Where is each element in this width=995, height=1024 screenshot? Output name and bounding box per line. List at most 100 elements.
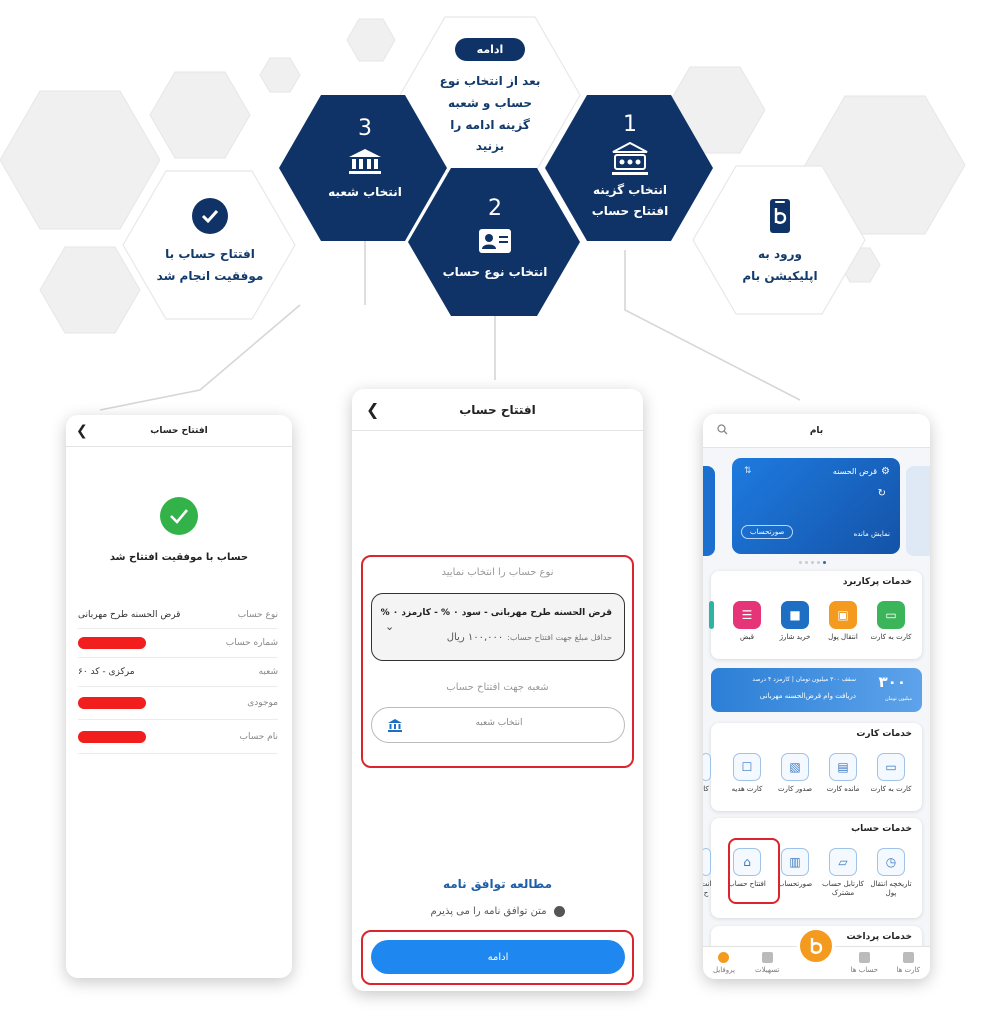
service-label: انتقال پول [828,633,858,641]
swap-icon[interactable]: ⇅ [744,466,752,476]
tab-label: حساب ها [850,966,878,974]
accounts-icon [858,952,870,963]
tab-loans[interactable]: تسهیلات [755,952,779,974]
service-card-to-card[interactable]: ▭ کارت به کارت [869,753,913,794]
tab-label: پروفایل [713,966,735,974]
refresh-icon[interactable]: ↻ [877,488,886,499]
radio-icon[interactable] [553,906,565,917]
phone-app-icon [770,198,790,233]
account-services-title: خدمات حساب [851,824,912,834]
continue-note: بعد از انتخاب نوع حساب و شعبه گزینه ادام… [439,74,541,154]
bank-icon [349,148,381,174]
bg-hex [0,90,161,230]
service-card-balance[interactable]: ▤ مانده کارت [821,753,865,794]
next-card[interactable] [906,466,930,556]
bam-logo-button[interactable] [797,927,835,965]
payment-services-title: خدمات پرداخت [846,932,912,942]
account-type-prompt: نوع حساب را انتخاب نمایید [441,567,554,578]
statement-button[interactable]: صورتحساب [741,525,794,539]
service-label: انت ح [703,880,712,898]
service-bill[interactable]: ☰ قبض [725,601,769,642]
hex-step1 [545,95,713,241]
account-services: خدمات حساب ◷ تاریخچه انتقال پول ▱ کارتاب… [703,818,922,918]
bank-icon [388,719,402,732]
redacted-value [78,697,146,709]
check-circle-icon [192,197,228,234]
service-issue-card[interactable]: ▧ صدور کارت [773,753,817,794]
highlight-form-box [361,555,634,768]
step3-label: انتخاب شعبه [328,184,402,199]
form-phone: ❮ افتتاح حساب نوع حساب را انتخاب نمایید … [352,389,643,991]
tab-profile[interactable]: پروفایل [713,952,735,974]
partial-icon [703,753,711,781]
step1: 1 انتخاب گزینه افتتاح حساب [565,105,695,230]
bam-logo-icon [810,938,823,954]
tab-cards[interactable]: کارت ها [897,952,920,974]
service-statement[interactable]: ▥ صورتحساب [773,848,817,889]
home-header: بام [703,414,930,448]
service-partial[interactable]: کا [703,753,717,794]
detail-row: نام حساب [78,720,278,754]
step2: 2 انتخاب نوع حساب [430,180,560,300]
banner-big: ۳۰۰ [878,673,906,691]
service-label: کارت هدیه [731,785,763,793]
service-shared-account[interactable]: ▱ کارتابل حساب مشترک [821,848,865,898]
success-label: افتتاح حساب با موفقیت انجام شد [156,246,264,283]
document-icon: ▥ [781,848,809,876]
account-type-select[interactable]: قرض الحسنه طرح مهربانی - سود ۰ % - کارمز… [371,593,625,661]
prev-card[interactable] [703,466,715,556]
success-title: افتتاح حساب [150,425,208,436]
detail-label: موجودی [247,698,278,708]
connector-line [99,304,301,411]
profile-icon [718,952,730,963]
detail-label: نام حساب [239,731,279,742]
back-chevron-icon[interactable]: ❮ [76,422,88,439]
id-card-icon [479,228,511,253]
step1-number: 1 [623,112,637,138]
card-services-title: خدمات کارت [856,729,912,739]
service-transfer[interactable]: ▣ انتقال پول [821,601,865,642]
service-card-to-card[interactable]: ▭ کارت به کارت [869,601,913,642]
agreement-title[interactable]: مطالعه توافق نامه [442,877,553,891]
bank-building-icon [612,142,648,176]
tab-accounts[interactable]: حساب ها [851,952,878,974]
show-balance[interactable]: نمایش مانده [853,530,890,538]
service-label: خرید شارژ [779,633,811,641]
more-service-edge [709,601,714,629]
service-charge[interactable]: ■ خرید شارژ [773,601,817,642]
redacted-value [78,637,146,649]
success-message: حساب با موفقیت افتتاح شد [109,552,249,563]
gear-icon[interactable]: ⚙ [881,466,890,477]
service-transfer-history[interactable]: ◷ تاریخچه انتقال پول [869,848,913,898]
continue-button[interactable]: ادامه [371,940,625,974]
min-amount: حداقل مبلغ جهت افتتاح حساب: ۱۰۰,۰۰۰ ریال [447,632,612,643]
agreement-check-row[interactable]: متن توافق نامه را می پذیرم [352,906,643,917]
step2-label: انتخاب نوع حساب [442,264,548,279]
carousel-dots [799,561,826,564]
step3: 3 انتخاب شعبه [300,105,430,215]
back-chevron-icon[interactable]: ❮ [366,400,380,419]
bg-hex [346,18,396,62]
continue-pill: ادامه [454,38,526,62]
account-option-title: قرض الحسنه طرح مهربانی - سود ۰ % - کارمز… [380,608,612,618]
service-gift-card[interactable]: ☐ کارت هدیه [725,753,769,794]
branch-select[interactable]: انتخاب شعبه [371,707,625,743]
highlight-open-account [728,838,780,904]
step3-number: 3 [358,115,372,141]
min-amount-value: ۱۰۰,۰۰۰ ریال [446,632,504,643]
service-label: کا [703,785,709,793]
service-label: مانده کارت [826,785,860,793]
hex-login [692,165,866,315]
service-partial[interactable]: انت ح [703,848,717,898]
detail-row: نوع حساب قرض الحسنه طرح مهربانی [78,601,278,629]
sim-icon: ■ [781,601,809,629]
search-icon[interactable] [717,424,728,435]
bill-icon: ☰ [733,601,761,629]
popular-services: خدمات پرکاربرد ▭ کارت به کارت ▣ انتقال پ… [709,571,922,659]
account-card[interactable]: ⚙ قرض الحسنه ⇅ ↻ نمایش مانده صورتحساب [732,458,900,554]
success-step: افتتاح حساب با موفقیت انجام شد [150,180,270,305]
service-open-account[interactable]: ⌂ افتتاح حساب [725,848,769,889]
success-phone: ❮ افتتاح حساب حساب با موفقیت افتتاح شد ن… [66,415,292,978]
loan-banner[interactable]: سقف ۳۰۰ میلیون تومان | کارمزد ۴ درصد دری… [711,668,922,712]
